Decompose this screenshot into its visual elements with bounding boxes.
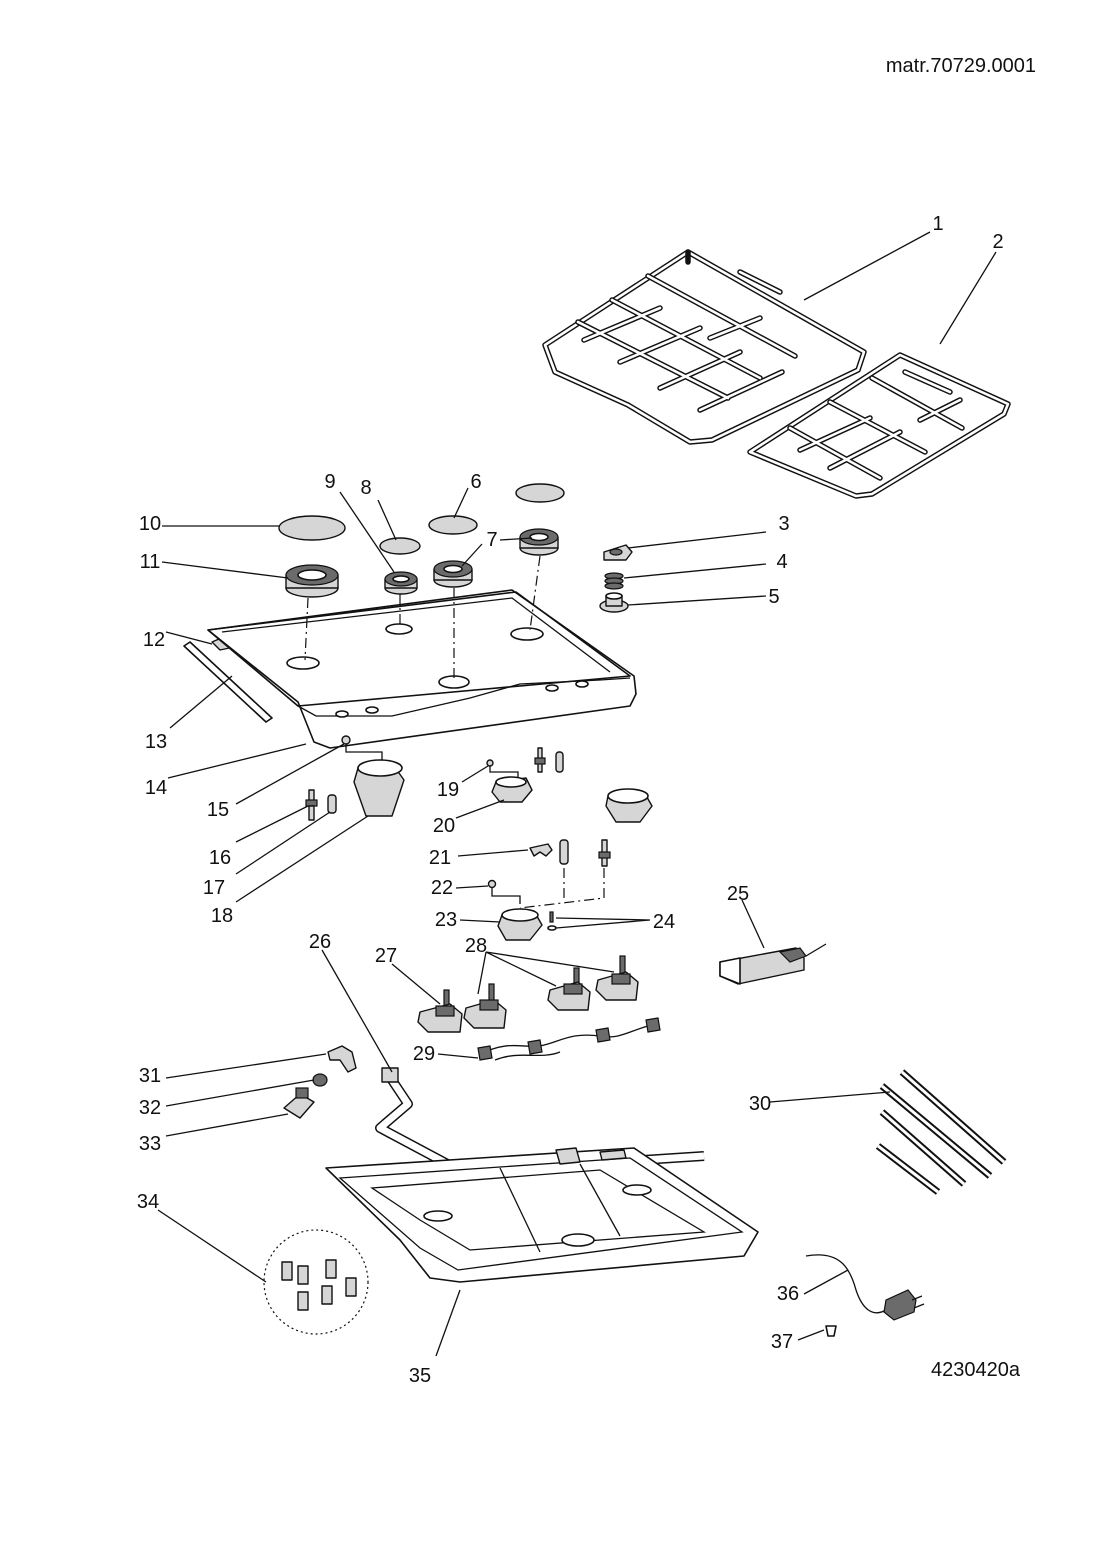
part-33-connector: [283, 1087, 315, 1119]
label-7: 7: [486, 529, 497, 551]
part-18-burner-cup: [353, 759, 405, 817]
label-22: 22: [431, 877, 453, 899]
part-32-washer: [312, 1073, 328, 1087]
label-23: 23: [435, 909, 457, 931]
part-29-thermocouple-wiring: [477, 1017, 661, 1061]
label-36: 36: [777, 1283, 799, 1305]
label-34: 34: [137, 1191, 159, 1213]
part-21-bracket: [529, 843, 553, 857]
label-2: 2: [992, 231, 1003, 253]
label-3: 3: [778, 513, 789, 535]
label-6: 6: [470, 471, 481, 493]
part-8-small-burner-cap: [379, 537, 421, 555]
part-17-nozzle: [327, 794, 337, 814]
part-9-small-burner-head: [384, 571, 418, 595]
label-15: 15: [207, 799, 229, 821]
part-36-power-cable: [805, 1254, 925, 1321]
label-27: 27: [375, 945, 397, 967]
label-37: 37: [771, 1331, 793, 1353]
label-19: 19: [437, 779, 459, 801]
part-4-knob-spring: [604, 572, 624, 590]
part-20-burner-cup: [491, 776, 533, 803]
header-code: matr.70729.0001: [886, 55, 1036, 77]
label-28: 28: [465, 935, 487, 957]
label-32: 32: [139, 1097, 161, 1119]
part-14-hob-top-plate: [207, 589, 637, 749]
label-35: 35: [409, 1365, 431, 1387]
part-27-gas-tap: [417, 989, 463, 1033]
label-24: 24: [653, 911, 675, 933]
label-1: 1: [932, 213, 943, 235]
label-20: 20: [433, 815, 455, 837]
label-11: 11: [140, 551, 161, 573]
label-31: 31: [139, 1065, 161, 1087]
part-16-injector-b: [534, 747, 546, 773]
part-21-injector: [598, 839, 611, 867]
part-19-screw: [486, 759, 519, 778]
label-33: 33: [139, 1133, 161, 1155]
burner-cup-right: [605, 788, 653, 823]
label-5: 5: [768, 586, 779, 608]
part-6-burner-cap-rear: [515, 483, 565, 503]
part-16-injector: [305, 789, 318, 821]
part-number-labels: 1 2 3 4 5 6 7 8 9 10 11 12 13 14 15 16 1…: [137, 213, 1004, 1387]
part-15-screw: [341, 735, 383, 760]
part-23-burner-cup: [497, 908, 543, 941]
label-26: 26: [309, 931, 331, 953]
part-17-nozzle-b: [555, 751, 564, 773]
part-3-control-knob: [603, 544, 633, 561]
label-21: 21: [429, 847, 451, 869]
label-4: 4: [776, 551, 787, 573]
part-22-screw: [487, 879, 521, 904]
label-12: 12: [143, 629, 165, 651]
part-5-knob-bezel: [599, 592, 629, 613]
label-18: 18: [211, 905, 233, 927]
part-11-large-burner-head: [285, 564, 339, 598]
part-7-burner-head-medium: [433, 560, 473, 588]
part-28-gas-tap-2: [547, 967, 591, 1011]
label-17: 17: [203, 877, 225, 899]
part-28-gas-tap-1: [463, 983, 507, 1029]
part-7-burner-head-rear: [519, 528, 559, 556]
footer-code: 4230420a: [931, 1359, 1021, 1381]
part-13-seal-strip: [183, 641, 273, 723]
part-30-gas-hoses: [875, 1069, 1007, 1195]
label-30: 30: [749, 1093, 771, 1115]
part-31-elbow-fitting: [327, 1045, 357, 1073]
label-13: 13: [145, 731, 167, 753]
label-29: 29: [413, 1043, 435, 1065]
part-25-ignition-unit: [719, 943, 827, 985]
label-8: 8: [360, 477, 371, 499]
label-10: 10: [139, 513, 161, 535]
label-14: 14: [145, 777, 167, 799]
part-6-burner-cap-medium: [428, 515, 478, 535]
part-34-connector-kit: [263, 1229, 369, 1335]
part-10-large-burner-cap: [278, 515, 346, 541]
part-35-bottom-tray: [325, 1147, 759, 1283]
part-21-nozzle: [559, 839, 569, 865]
label-25: 25: [727, 883, 749, 905]
part-2-small-pan-support: [747, 352, 1011, 499]
leader-lines: [157, 231, 997, 1357]
label-16: 16: [209, 847, 231, 869]
part-1-large-pan-support: [542, 249, 867, 445]
part-24-screw-washer: [547, 911, 557, 931]
part-37-cable-clamp: [825, 1325, 837, 1337]
label-9: 9: [324, 471, 335, 493]
part-28-gas-tap-3: [595, 955, 639, 1001]
